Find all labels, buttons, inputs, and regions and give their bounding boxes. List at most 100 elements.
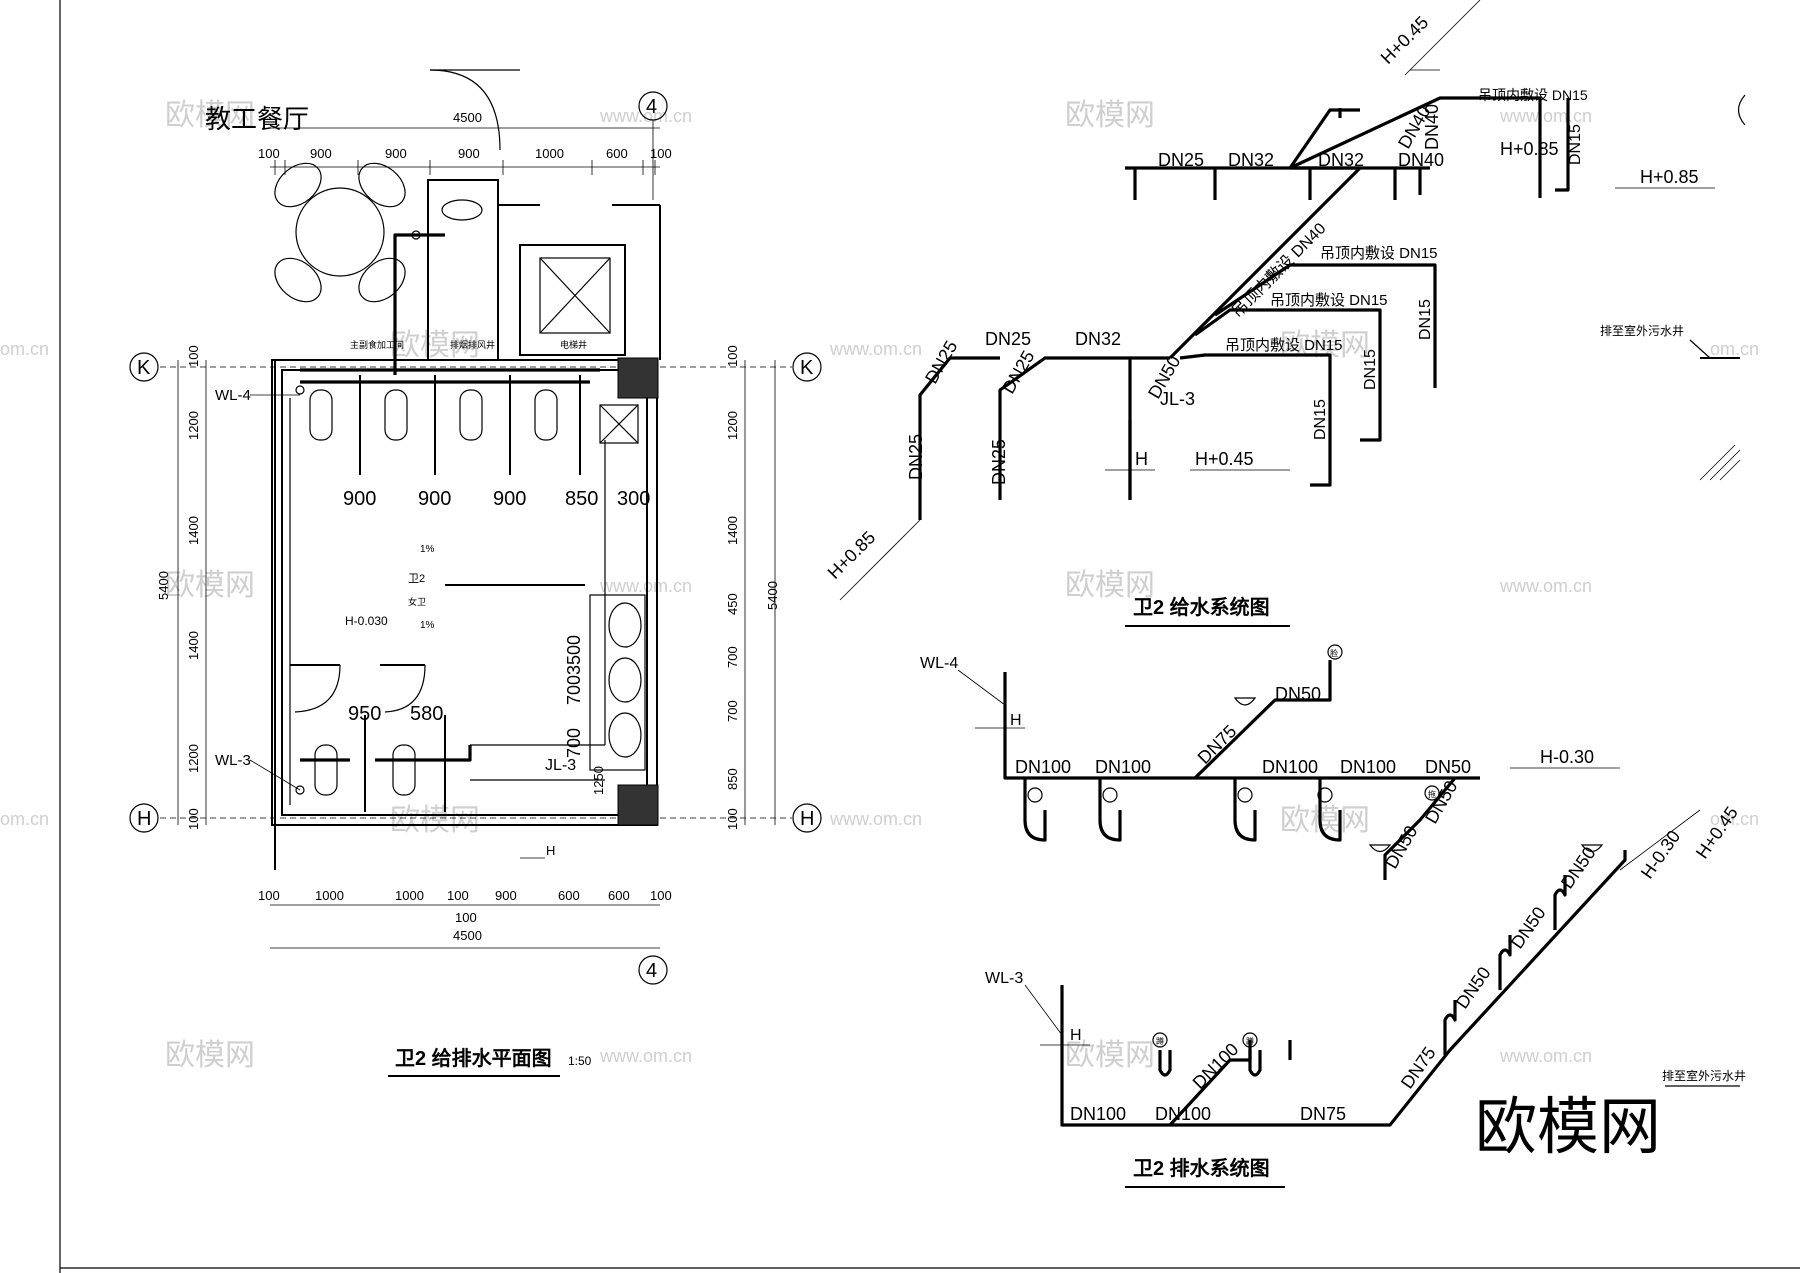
supply-title: 卫2 给水系统图 [1133, 595, 1270, 619]
drain-label: DN50 [1421, 777, 1461, 827]
supply-drops [1133, 168, 1397, 200]
watermark-url: www.om.cn [1499, 1046, 1592, 1066]
basin-icon [1233, 697, 1257, 706]
watermark-brand: 欧模网 [1065, 569, 1155, 602]
dim-right: 850 [725, 768, 740, 790]
supply-label: DN15 [1417, 299, 1434, 340]
drain-label: DN75 [1397, 1043, 1440, 1092]
watermark-brand: 欧模网 [1065, 99, 1155, 132]
basin-dim: 700 [564, 675, 584, 705]
dim-top: 100 [258, 146, 280, 161]
supply-branch-2 [1194, 308, 1382, 442]
drain-label: DN75 [1194, 721, 1241, 768]
watermark-url: www.om.cn [829, 809, 922, 829]
slope-label: 1% [420, 620, 435, 631]
drain-pipe-upper [1003, 672, 1480, 780]
basin-dim: 3500 [564, 635, 584, 675]
dim-right: 100 [725, 808, 740, 830]
supply-label: 吊顶内敷设 DN15 [1478, 87, 1588, 103]
basin-icon [1580, 844, 1604, 853]
grid-axis-k-right [792, 352, 822, 382]
drain-label: DN75 [1300, 1104, 1346, 1124]
dim-left: 1200 [186, 744, 201, 773]
drain-label: H [1070, 1027, 1082, 1044]
drain-trap-lower [1443, 875, 1567, 1055]
supply-label: 吊顶内敷设 DN15 [1270, 291, 1388, 309]
supply-label: 吊顶内敷设 DN15 [1225, 336, 1343, 354]
leader [1024, 984, 1063, 1036]
supply-label: DN25 [985, 329, 1031, 349]
supply-label: DN25 [921, 337, 961, 387]
dim-total-left: 5400 [156, 571, 171, 600]
watermark-brand: 欧模网 [390, 804, 480, 837]
supply-label: H+0.45 [1377, 12, 1433, 68]
drain-label: DN100 [1070, 1104, 1126, 1124]
label-room-c: 电梯井 [560, 339, 587, 350]
drain-label: H-0.30 [1637, 827, 1684, 883]
toilet-stalls [290, 664, 446, 812]
drain-label: DN100 [1015, 757, 1071, 777]
dim-right: 1400 [725, 516, 740, 545]
basin-icon [1368, 844, 1392, 853]
fixture-icon [1102, 787, 1118, 803]
supply-riser-jl3 [998, 356, 1132, 500]
supply-label: H+0.45 [1195, 449, 1254, 469]
dim-total-bottom: 4500 [453, 928, 482, 943]
watermark-url: www.om.cn [1499, 106, 1592, 126]
supply-label: DN40 [1398, 150, 1444, 170]
drain-title: 卫2 排水系统图 [1133, 1156, 1270, 1180]
supply-label: H+0.85 [824, 527, 880, 583]
drain-pipe-upper-branch [1193, 660, 1332, 780]
fixture-icon [1327, 644, 1343, 660]
edge-arc-mark [1737, 94, 1746, 126]
watermark-url-cut: om.cn [1710, 809, 1759, 829]
watermark-brand: 欧模网 [1280, 804, 1370, 837]
dim-right: 1200 [725, 411, 740, 440]
dim-top: 1000 [535, 146, 564, 161]
grid-axis-4-bottom [638, 955, 668, 985]
riser-label-jl3: JL-3 [545, 757, 576, 774]
plan-drawing: 教工餐厅 4 4500 100 900 900 900 1000 600 100 [129, 69, 822, 1077]
fixture-icon [1027, 787, 1043, 803]
dim-left: 1400 [186, 631, 201, 660]
drain-label: DN50 [1425, 757, 1471, 777]
supply-label: DN25 [1158, 150, 1204, 170]
dim-bottom: 600 [608, 888, 630, 903]
fixture-label: 蹲 [1156, 1036, 1164, 1046]
grid-axis-h-right [792, 803, 822, 833]
slope-label: 1% [420, 544, 435, 555]
stall-dim: 900 [418, 488, 451, 510]
dim-top: 900 [385, 146, 407, 161]
drain-label: WL-4 [920, 655, 958, 672]
watermark-brand: 欧模网 [165, 1039, 255, 1072]
dim-bottom: 1000 [315, 888, 344, 903]
supply-label: DN32 [1318, 150, 1364, 170]
riser-label-wl4: WL-4 [215, 387, 251, 404]
drain-label: DN50 [1507, 903, 1550, 952]
stall-dim: 300 [617, 488, 650, 510]
dim-right: 450 [725, 593, 740, 615]
dim-total-right: 5400 [765, 581, 780, 610]
drain-label: DN50 [1452, 963, 1495, 1012]
supply-label: DN32 [1075, 329, 1121, 349]
dim-left: 1200 [186, 411, 201, 440]
grid-label: K [800, 357, 814, 379]
drain-label: DN50 [1381, 822, 1421, 872]
supply-pipe-riser-top [1289, 96, 1542, 198]
plan-scale: 1:50 [568, 1054, 592, 1068]
drain-pipe-lower [1060, 850, 1627, 1127]
lower-dim: 950 [348, 703, 381, 725]
fixture-icon [1317, 787, 1333, 803]
supply-pipe-right [1555, 98, 1570, 192]
supply-label: DN25 [998, 347, 1038, 397]
watermark-url: www.om.cn [829, 339, 922, 359]
fixture-icon [1424, 785, 1440, 801]
lower-dim: 580 [410, 703, 443, 725]
watermark-url: www.om.cn [599, 576, 692, 596]
label-room-b: 排烟排风井 [450, 339, 495, 350]
drain-label: H-0.30 [1540, 747, 1594, 767]
drain-label: DN100 [1189, 1039, 1243, 1093]
supply-branch-3 [1179, 353, 1332, 487]
fixture-icon [1237, 787, 1253, 803]
leader [249, 759, 301, 791]
